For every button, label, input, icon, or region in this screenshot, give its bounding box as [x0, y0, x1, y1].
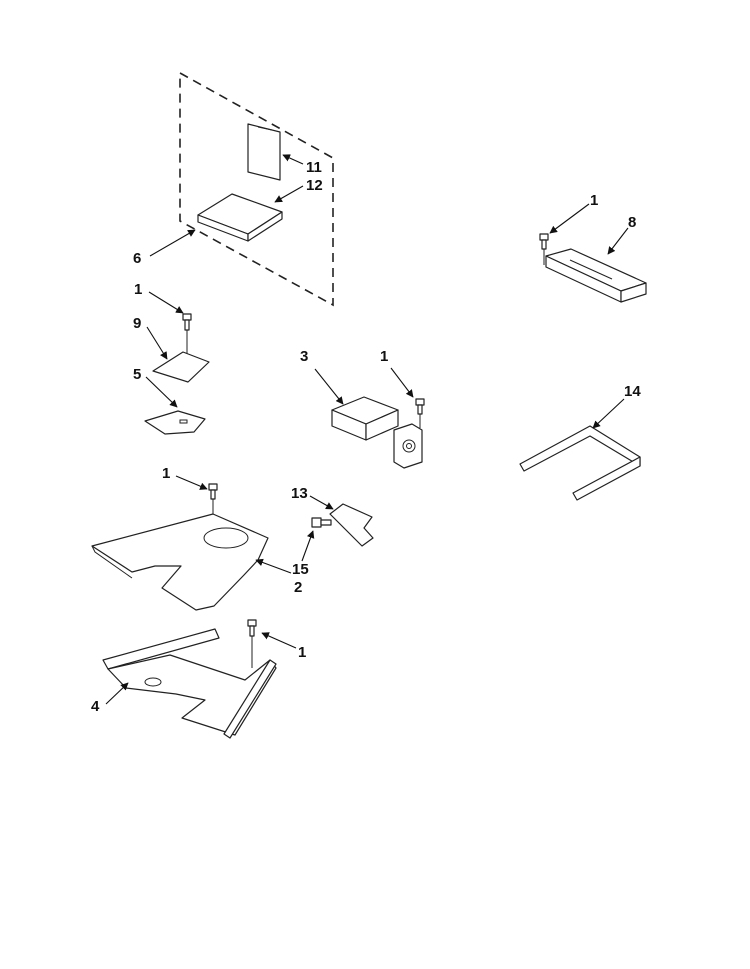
part-15-screw: [311, 517, 332, 528]
callout-13: 13: [291, 485, 308, 502]
part-5-plate: [144, 410, 206, 435]
callout-4: 4: [91, 698, 100, 715]
callout-9: 9: [133, 315, 141, 332]
callout-12: 12: [306, 177, 323, 194]
callout-2: 2: [294, 579, 302, 596]
callout-6: 6: [133, 250, 141, 267]
screw-icon: [415, 398, 425, 428]
callout-1: 1: [590, 192, 598, 209]
part-3-valve-assembly: [331, 396, 423, 469]
part-9-plate: [152, 351, 210, 383]
screw-icon: [247, 619, 257, 668]
part-11-panel: [247, 123, 281, 181]
callout-15: 15: [292, 561, 309, 578]
callout-1: 1: [380, 348, 388, 365]
callout-5: 5: [133, 366, 141, 383]
callout-8: 8: [628, 214, 636, 231]
callout-11: 11: [306, 159, 322, 176]
part-12-tray: [197, 193, 283, 242]
leader-lines: [105, 154, 629, 705]
screw-icon: [208, 483, 218, 514]
screw-icon: [539, 233, 549, 265]
part-4-base-panel: [102, 628, 277, 739]
part-14-frame: [519, 425, 641, 501]
part-2-bottom-panel: [91, 513, 269, 611]
callout-14: 14: [624, 383, 641, 400]
callout-1: 1: [134, 281, 142, 298]
dashed-enclosure: [179, 71, 334, 307]
part-8-bracket: [545, 248, 647, 303]
callout-3: 3: [300, 348, 308, 365]
part-13-deflector: [329, 503, 374, 547]
callout-1: 1: [162, 465, 170, 482]
callout-1: 1: [298, 644, 306, 661]
screw-icon: [182, 313, 192, 356]
